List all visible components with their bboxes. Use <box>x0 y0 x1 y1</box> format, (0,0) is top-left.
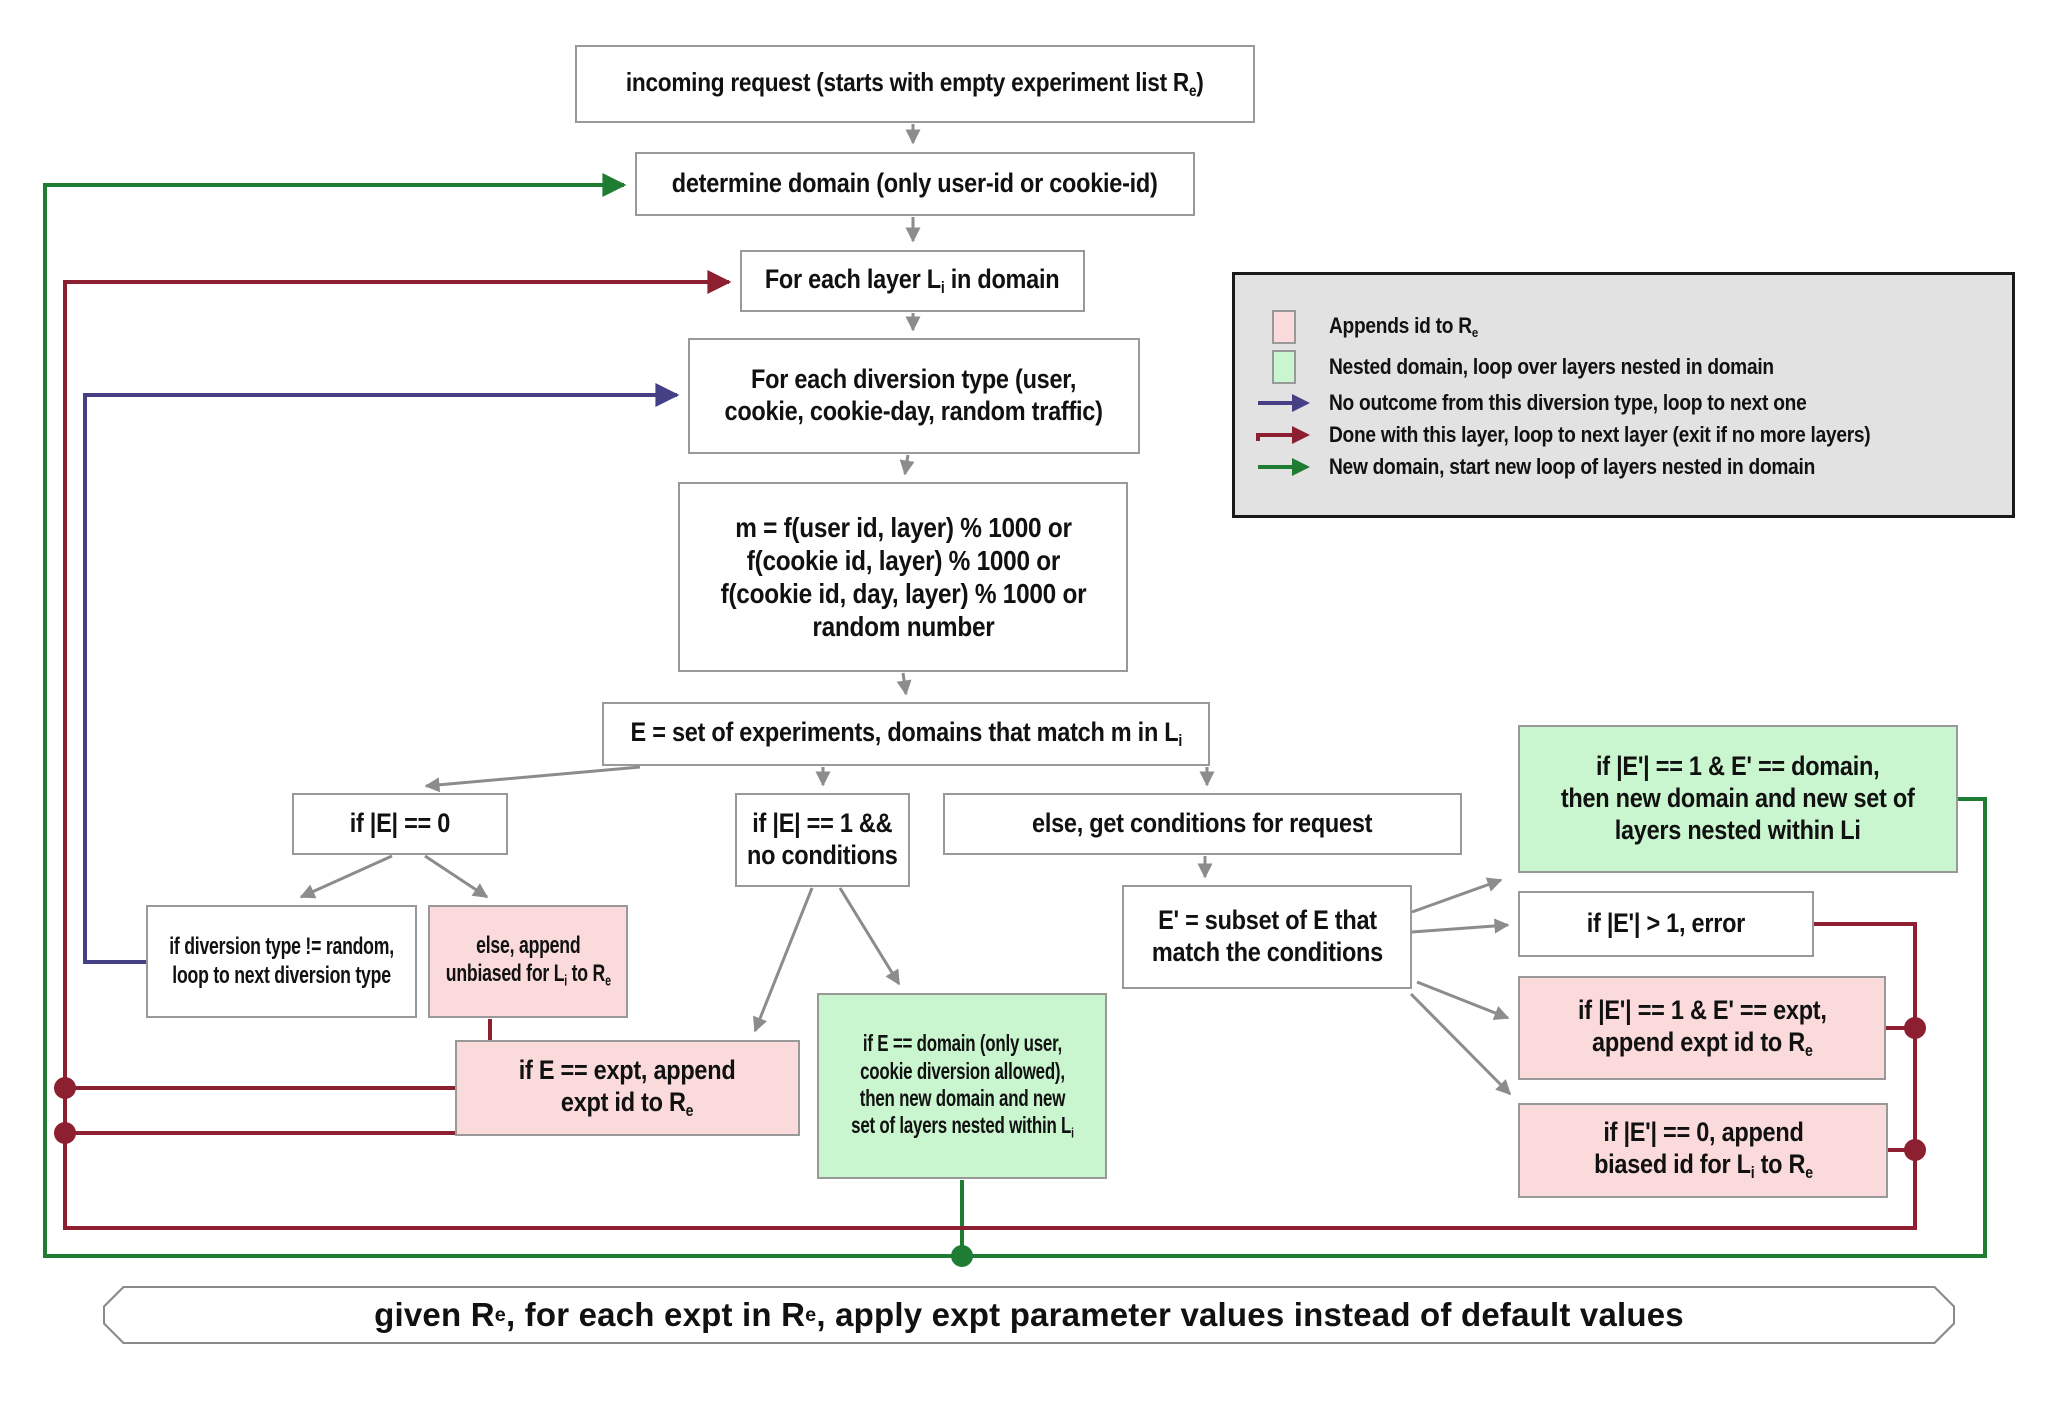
node-e-one-no-conditions: if |E| == 1 &&no conditions <box>735 793 910 887</box>
junction-dot-red-2 <box>54 1122 76 1144</box>
node-e-set: E = set of experiments, domains that mat… <box>602 702 1210 766</box>
node-for-each-layer: For each layer Li in domain <box>740 250 1085 312</box>
legend-row-nested-domain: Nested domain, loop over layers nested i… <box>1253 350 1994 384</box>
legend-new-domain-label: New domain, start new loop of layers nes… <box>1329 454 1816 479</box>
node-diversion-not-random: if diversion type != random,loop to next… <box>146 905 417 1018</box>
footer-fill-shape <box>105 1288 1953 1342</box>
legend-no-outcome-label: No outcome from this diversion type, loo… <box>1329 390 1807 415</box>
loop-next-layer-line <box>63 270 1917 1230</box>
arrow-esubset-to-epdomain <box>1411 877 1503 914</box>
arrow-diversion-to-m <box>899 454 915 476</box>
node-incoming-request: incoming request (starts with empty expe… <box>575 45 1255 123</box>
arrow-ezero-to-unbiased <box>424 854 489 899</box>
loop-new-domain-line <box>43 173 1987 1258</box>
loop-next-diversion-line <box>83 383 680 964</box>
arrow-esubset-to-eperror <box>1411 918 1510 934</box>
darkred-arrow-icon <box>1253 424 1315 446</box>
arrow-esubset-to-epbiased <box>1409 992 1512 1096</box>
arrow-esubset-to-epexpt <box>1416 980 1510 1021</box>
arrow-eone-to-edomain <box>838 887 901 986</box>
navy-arrow-icon <box>1253 392 1315 414</box>
node-for-each-diversion-type-text: For each diversion type (user,cookie, co… <box>724 364 1104 426</box>
node-e-empty-text: if |E| == 0 <box>349 808 451 839</box>
node-e-prime-error-text: if |E'| > 1, error <box>1586 908 1746 939</box>
node-e-prime-domain: if |E'| == 1 & E' == domain,then new dom… <box>1518 725 1958 873</box>
node-determine-domain-text: determine domain (only user-id or cookie… <box>672 168 1158 199</box>
legend-row-appends-id: Appends id to Re <box>1253 310 1994 344</box>
node-for-each-layer-text: For each layer Li in domain <box>765 263 1060 298</box>
legend-done-layer-label: Done with this layer, loop to next layer… <box>1329 422 1871 447</box>
loop-stub-unbiased <box>67 1019 492 1090</box>
pink-swatch-icon <box>1253 310 1315 344</box>
node-for-each-diversion-type: For each diversion type (user,cookie, co… <box>688 338 1140 454</box>
node-e-equals-domain-text: if E == domain (only user,cookie diversi… <box>850 1030 1074 1141</box>
junction-dot-red-1 <box>54 1077 76 1099</box>
arrow-ezero-to-divrandom <box>299 854 393 899</box>
node-e-prime-domain-text: if |E'| == 1 & E' == domain,then new dom… <box>1561 751 1915 845</box>
node-diversion-not-random-text: if diversion type != random,loop to next… <box>169 933 394 989</box>
node-e-prime-expt: if |E'| == 1 & E' == expt,append expt id… <box>1518 976 1886 1080</box>
junction-dot-red-4 <box>1904 1139 1926 1161</box>
node-e-one-no-conditions-text: if |E| == 1 &&no conditions <box>747 808 898 870</box>
arrow-m-to-e <box>896 672 912 696</box>
legend-nested-domain-label: Nested domain, loop over layers nested i… <box>1329 354 1774 379</box>
node-get-conditions: else, get conditions for request <box>943 793 1462 855</box>
node-get-conditions-text: else, get conditions for request <box>1032 808 1373 839</box>
node-determine-domain: determine domain (only user-id or cookie… <box>635 152 1195 216</box>
legend-row-new-domain: New domain, start new loop of layers nes… <box>1253 454 1994 480</box>
legend-row-no-outcome: No outcome from this diversion type, loo… <box>1253 390 1994 416</box>
node-e-empty: if |E| == 0 <box>292 793 508 855</box>
node-e-set-text: E = set of experiments, domains that mat… <box>630 716 1182 751</box>
junction-dot-red-3 <box>1904 1017 1926 1039</box>
legend-appends-id-label: Appends id to Re <box>1329 313 1478 341</box>
legend-row-done-layer: Done with this layer, loop to next layer… <box>1253 422 1994 448</box>
green-swatch-icon <box>1253 350 1315 384</box>
node-e-prime-expt-text: if |E'| == 1 & E' == expt,append expt id… <box>1577 994 1827 1060</box>
node-e-equals-domain: if E == domain (only user,cookie diversi… <box>817 993 1107 1179</box>
green-arrow-icon <box>1253 456 1315 478</box>
legend: Appends id to Re Nested domain, loop ove… <box>1232 272 2015 518</box>
node-e-prime-error: if |E'| > 1, error <box>1518 891 1814 957</box>
arrow-eone-to-eexpt <box>753 887 814 1033</box>
junction-dot-green <box>951 1245 973 1267</box>
arrow-e-to-ezero <box>424 765 641 793</box>
node-incoming-request-text: incoming request (starts with empty expe… <box>626 66 1204 100</box>
